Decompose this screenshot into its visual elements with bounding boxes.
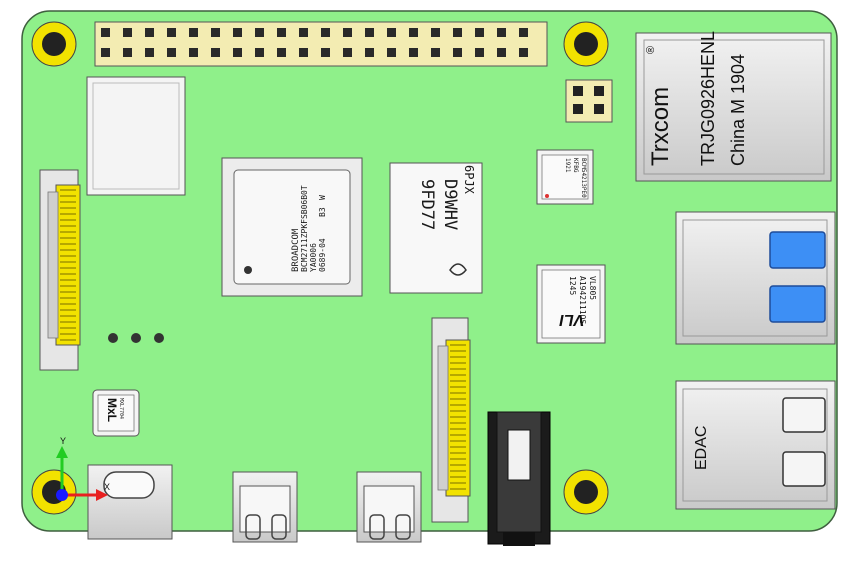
gpio-pin: [365, 28, 374, 37]
gpio-pin: [431, 48, 440, 57]
gpio-pin: [321, 28, 330, 37]
usb2-label: EDAC: [693, 426, 710, 470]
gpio-pin: [299, 48, 308, 57]
eth-reg: ®: [645, 46, 657, 54]
gpio-pin: [233, 48, 242, 57]
pmic-brand: MxL: [105, 398, 119, 422]
gpio-pin: [167, 48, 176, 57]
mounting-hole-top-left: [31, 21, 77, 67]
soc-line6: W: [318, 195, 327, 200]
gpio-pin: [453, 28, 462, 37]
gpio-pin: [453, 48, 462, 57]
camera-connector: [431, 317, 471, 523]
eth-phy-line2: KFBG: [572, 158, 579, 173]
x-axis-arrowhead-icon: [96, 489, 108, 501]
gpio-pin: [519, 48, 528, 57]
usb2-port: EDAC: [675, 380, 836, 510]
gpio-pin: [343, 48, 352, 57]
soc-chip: BROADCOM BCM2711ZPKFSB06B0T YA0006 0689-…: [221, 157, 363, 297]
gpio-pin: [343, 28, 352, 37]
ram-line2: D9WHV: [440, 179, 460, 230]
soc-line1: BROADCOM: [291, 228, 301, 272]
usb-c-power-port: [87, 464, 173, 540]
y-axis-arrowhead-icon: [56, 446, 68, 458]
ram-line1: 6PJX: [462, 165, 476, 195]
ethernet-phy-chip: BCM54213PE0 KFBG 1921: [536, 149, 594, 205]
gpio-pin: [123, 48, 132, 57]
gpio-pin: [519, 28, 528, 37]
gpio-pin: [101, 48, 110, 57]
eth-line1: TRJG0926HENL: [698, 31, 718, 166]
gpio-pin: [123, 28, 132, 37]
pmic-line1: MXL7704: [118, 398, 124, 419]
status-dots: [108, 333, 164, 343]
gpio-pin: [145, 28, 154, 37]
display-connector: [39, 169, 81, 371]
ethernet-jack: Trxcom ® TRJG0926HENL China M 1904: [635, 31, 832, 182]
soc-line5: B3: [318, 207, 327, 217]
ram-line3: 9FD77: [417, 179, 437, 230]
mounting-hole-top-right: [563, 21, 609, 67]
gpio-pin: [299, 28, 308, 37]
usb-ctrl-line3: 1245: [568, 276, 577, 295]
eth-phy-line3: 1921: [564, 158, 571, 173]
soc-line2: BCM2711ZPKFSB06B0T: [300, 185, 309, 272]
eth-phy-line1: BCM54213PE0: [580, 158, 587, 198]
gpio-pin: [189, 48, 198, 57]
gpio-pin: [387, 28, 396, 37]
gpio-pin: [277, 28, 286, 37]
soc-line4: 0689-04: [318, 238, 327, 272]
gpio-pin: [497, 48, 506, 57]
gpio-header: [94, 21, 548, 67]
gpio-pin: [409, 48, 418, 57]
usb-controller-chip: VL805 A1942111OS 1245 VLI: [536, 264, 606, 344]
mounting-hole-bottom-right: [563, 469, 609, 515]
x-axis-label: X: [104, 482, 110, 492]
gpio-pin: [233, 28, 242, 37]
usb-ctrl-line1: VL805: [588, 276, 597, 300]
eth-line2: China M 1904: [728, 54, 748, 166]
y-axis-label: Y: [60, 436, 66, 446]
pmic-chip: MxL MXL7704: [92, 389, 140, 437]
gpio-pin: [431, 28, 440, 37]
axis-triad: Y X: [56, 436, 110, 501]
poe-header: [565, 79, 613, 123]
gpio-pin: [167, 28, 176, 37]
usb-ctrl-line2: A1942111OS: [578, 276, 587, 324]
gpio-pin: [409, 28, 418, 37]
gpio-pin: [211, 48, 220, 57]
micron-logo-icon: [449, 263, 467, 276]
gpio-pin: [277, 48, 286, 57]
ram-chip: 6PJX D9WHV 9FD77: [389, 162, 483, 294]
eth-brand: Trxcom: [647, 87, 674, 166]
gpio-pin: [475, 28, 484, 37]
gpio-pin: [101, 28, 110, 37]
gpio-pin: [321, 48, 330, 57]
gpio-pin: [497, 28, 506, 37]
mounting-hole-bottom-left: [31, 469, 77, 515]
gpio-pin: [189, 28, 198, 37]
gpio-pin: [387, 48, 396, 57]
gpio-pin: [255, 28, 264, 37]
gpio-pin: [365, 48, 374, 57]
micro-hdmi-port-0: [232, 471, 298, 543]
usb3-port: [675, 211, 836, 345]
gpio-pin: [145, 48, 154, 57]
micro-hdmi-port-1: [356, 471, 422, 543]
z-axis-icon: [56, 489, 68, 501]
soc-line3: YA0006: [309, 243, 318, 272]
wireless-shield: [86, 76, 186, 196]
gpio-pin: [255, 48, 264, 57]
usb-ctrl-brand: VLI: [559, 311, 584, 328]
audio-jack: [487, 411, 551, 546]
gpio-pin: [475, 48, 484, 57]
gpio-pin: [211, 28, 220, 37]
